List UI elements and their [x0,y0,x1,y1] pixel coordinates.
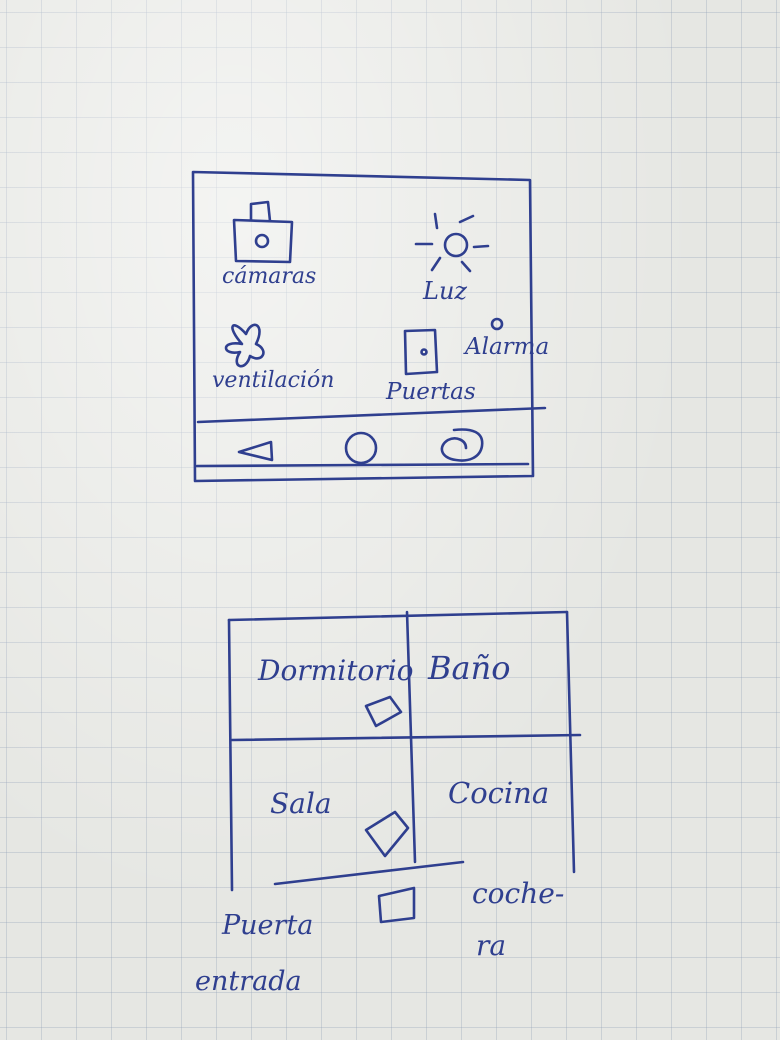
label-cochera-line1: coche- [472,877,565,910]
fan-icon [224,323,265,368]
door-marker-sala [364,810,410,858]
back-icon [237,440,274,462]
phone-frame [191,170,535,483]
tile-label-camaras[interactable]: cámaras [222,264,317,289]
door-marker-dormitorio [364,695,403,728]
tile-label-luz[interactable]: Luz [423,277,468,305]
home-icon [344,431,378,465]
tile-label-ventilacion[interactable]: ventilación [212,368,335,393]
room-label-cocina: Cocina [448,776,550,810]
recent-icon [440,428,484,462]
label-puerta-line1: Puerta [222,910,314,941]
door-icon [403,328,439,376]
camera-icon [232,200,294,264]
tile-label-alarma[interactable]: Alarma [465,334,550,360]
nav-bottom-line [195,462,530,468]
plan-left-wall [227,618,234,892]
alarm-icon [490,317,504,331]
sun-icon [414,212,490,273]
label-cochera-line2: ra [476,929,507,962]
plan-divider-horizontal [230,733,582,742]
label-puerta-line2: entrada [195,966,302,997]
room-label-dormitorio: Dormitorio [258,654,414,687]
door-marker-entrada [377,886,416,924]
plan-top-wall [227,610,569,622]
nav-divider [196,406,547,424]
plan-right-wall [565,610,576,874]
room-label-bano: Baño [428,649,511,687]
plan-bottom-wall [273,860,465,886]
room-label-sala: Sala [270,787,332,820]
tile-label-puertas[interactable]: Puertas [386,379,476,405]
